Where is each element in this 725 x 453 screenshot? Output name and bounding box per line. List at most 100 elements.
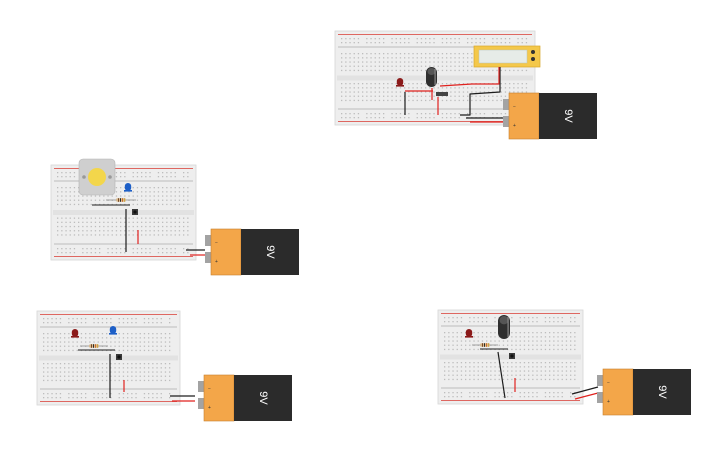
breadboard-hole: [561, 317, 563, 319]
breadboard-hole: [132, 191, 134, 193]
breadboard-hole: [471, 95, 473, 97]
circuit-two-leds-button[interactable]: −+9V: [36, 310, 292, 422]
breadboard-hole: [349, 91, 351, 93]
breadboard-hole: [511, 321, 513, 323]
breadboard-hole: [511, 370, 513, 372]
breadboard-hole: [357, 91, 360, 93]
breadboard-hole: [139, 379, 141, 382]
breadboard-hole: [152, 349, 154, 352]
breadboard-hole: [162, 203, 164, 206]
breadboard-hole: [187, 203, 189, 206]
breadboard-hole: [452, 332, 454, 334]
breadboard-hole: [127, 345, 129, 347]
red-wire[interactable]: [574, 392, 599, 400]
black-wire[interactable]: [460, 67, 501, 116]
breadboard-hole: [349, 57, 351, 59]
breadboard-hole: [187, 187, 189, 189]
breadboard-hole: [467, 87, 469, 89]
breadboard-hole: [57, 252, 59, 254]
breadboard-hole: [507, 374, 509, 376]
red-led[interactable]: [465, 329, 473, 337]
breadboard-hole: [162, 230, 164, 232]
breadboard-hole: [51, 375, 53, 377]
breadboard-hole: [110, 397, 112, 399]
breadboard-hole: [395, 69, 397, 72]
breadboard-hole: [183, 225, 185, 228]
breadboard-hole: [492, 87, 494, 89]
breadboard-hole: [178, 234, 181, 236]
breadboard-hole: [59, 393, 62, 395]
breadboard-hole: [68, 371, 70, 373]
breadboard-hole: [471, 91, 473, 93]
breadboard-hole: [122, 397, 125, 399]
breadboard-hole: [178, 230, 181, 232]
red-led[interactable]: [396, 78, 404, 86]
battery-body[interactable]: [539, 93, 597, 139]
breadboard-hole: [55, 375, 57, 377]
breadboard-hole: [420, 38, 423, 40]
breadboard-hole: [460, 396, 463, 398]
breadboard-hole: [532, 344, 534, 346]
breadboard-hole: [357, 42, 360, 44]
breadboard-hole: [118, 341, 120, 343]
circuit-motor-led-button[interactable]: −+9V: [50, 158, 299, 276]
breadboard-hole: [73, 176, 76, 178]
breadboard-hole: [399, 91, 402, 93]
breadboard-hole: [458, 91, 460, 93]
breadboard-hole: [132, 203, 134, 206]
red-wire[interactable]: [439, 67, 500, 87]
breadboard-hole: [114, 367, 116, 369]
breadboard-hole: [425, 83, 427, 85]
breadboard-hole: [61, 199, 63, 201]
breadboard-hole: [416, 83, 418, 85]
breadboard-hole: [148, 371, 150, 373]
black-wire[interactable]: [571, 386, 599, 395]
breadboard-hole: [143, 393, 146, 395]
breadboard-hole: [502, 362, 505, 364]
battery-body[interactable]: [633, 369, 691, 415]
breadboard-hole: [511, 344, 513, 346]
breadboard-hole: [570, 370, 572, 372]
breadboard-hole: [59, 397, 62, 399]
breadboard-hole: [94, 230, 97, 232]
breadboard-hole: [94, 225, 97, 228]
breadboard-hole: [467, 65, 469, 67]
breadboard-hole: [169, 333, 171, 335]
breadboard-hole: [69, 252, 71, 254]
breadboard-hole: [162, 187, 164, 189]
resistor-band: [122, 198, 123, 202]
breadboard-hole: [498, 344, 500, 346]
breadboard-hole: [479, 91, 481, 93]
red-led[interactable]: [71, 329, 79, 337]
black-wire[interactable]: [497, 351, 506, 399]
breadboard-hole: [454, 38, 456, 40]
breadboard-hole: [149, 191, 151, 193]
breadboard-hole: [383, 65, 385, 67]
breadboard-hole: [93, 363, 95, 365]
breadboard-hole: [448, 332, 450, 334]
breadboard-hole: [106, 322, 108, 324]
breadboard-hole: [65, 191, 67, 193]
transistor[interactable]: [436, 92, 448, 96]
breadboard-hole: [76, 397, 78, 399]
breadboard-hole: [131, 397, 133, 399]
breadboard-hole: [349, 53, 351, 55]
blue-led[interactable]: [124, 183, 132, 191]
battery-label: 9V: [257, 391, 269, 405]
breadboard-hole: [565, 362, 568, 364]
breadboard-hole: [483, 113, 486, 115]
breadboard-hole: [166, 252, 168, 254]
breadboard-hole: [544, 344, 547, 346]
battery-body[interactable]: [241, 229, 299, 275]
breadboard-hole: [178, 195, 181, 197]
circuit-led-capacitor-meter[interactable]: −+9V: [334, 30, 597, 140]
breadboard-hole: [574, 348, 576, 351]
breadboard-hole: [64, 367, 66, 369]
blue-led[interactable]: [109, 326, 117, 334]
breadboard-hole: [64, 375, 66, 377]
circuit-led-capacitor-button[interactable]: −+9V: [437, 309, 691, 416]
battery-body[interactable]: [234, 375, 292, 421]
breadboard-hole: [528, 392, 530, 394]
breadboard-hole: [68, 318, 70, 320]
